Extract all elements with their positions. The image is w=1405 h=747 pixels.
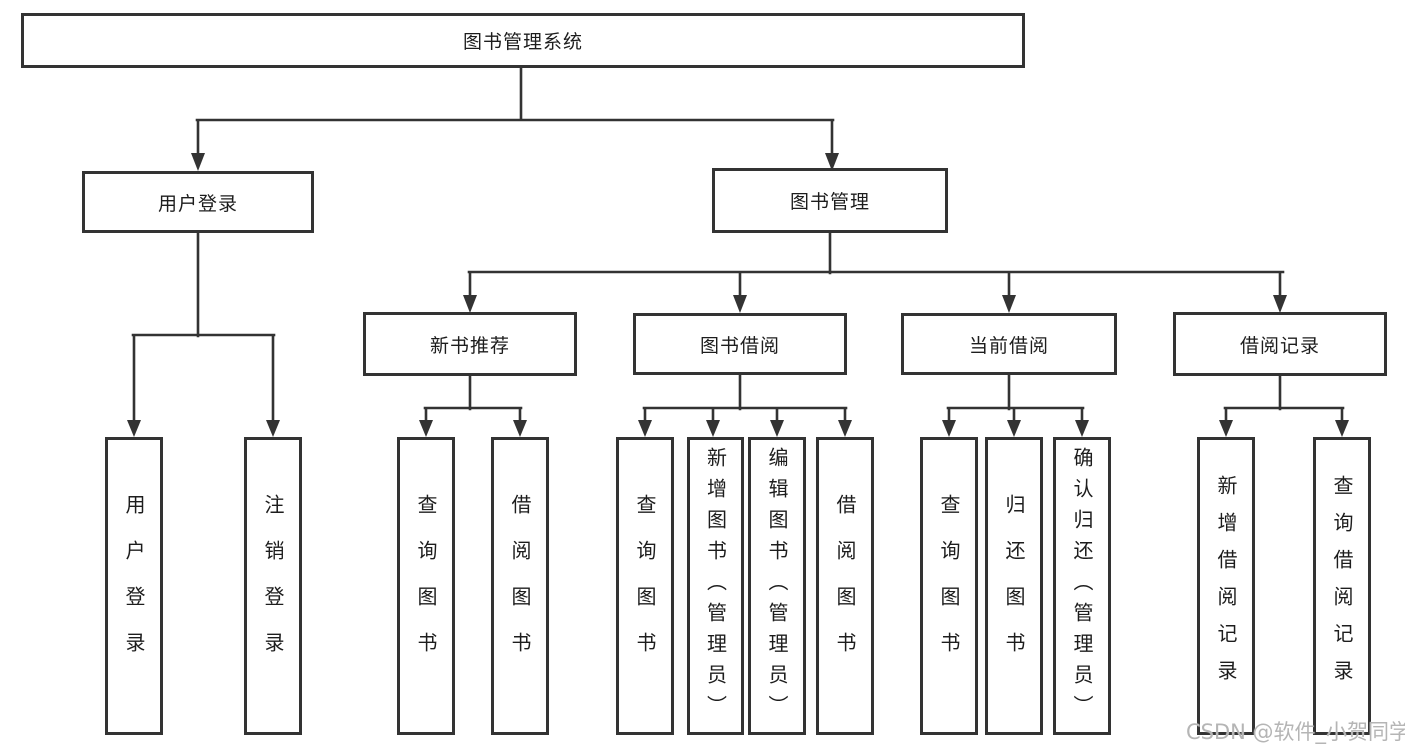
leaf-return-book: 归还图书 <box>985 437 1043 735</box>
leaf-label: 查询图书 <box>414 494 438 678</box>
leaf-label: 用户登录 <box>122 494 146 678</box>
node-borrow-records: 借阅记录 <box>1173 312 1387 376</box>
leaf-edit-book-admin: 编辑图书（管理员） <box>748 437 806 735</box>
connector-current-to-leaves <box>946 373 1085 423</box>
node-user-login: 用户登录 <box>82 171 314 233</box>
leaf-label: 借阅图书 <box>508 494 532 678</box>
leaf-label: 新增借阅记录 <box>1214 475 1238 697</box>
connector-login-to-leaves <box>131 231 276 423</box>
leaf-label: 编辑图书（管理员） <box>765 446 789 726</box>
leaf-confirm-return-admin: 确认归还（管理员） <box>1053 437 1111 735</box>
node-book-management: 图书管理 <box>712 168 948 233</box>
leaf-label: 查询图书 <box>633 494 657 678</box>
leaf-query-book-current: 查询图书 <box>920 437 978 735</box>
connector-root-to-level2 <box>195 66 835 157</box>
node-library-management-system: 图书管理系统 <box>21 13 1025 68</box>
node-new-book-recommend: 新书推荐 <box>363 312 577 376</box>
leaf-label: 借阅图书 <box>833 494 857 678</box>
leaf-query-book-recommend: 查询图书 <box>397 437 455 735</box>
leaf-label: 查询借阅记录 <box>1330 475 1354 697</box>
leaf-add-book-admin: 新增图书（管理员） <box>687 437 744 735</box>
node-current-borrow: 当前借阅 <box>901 313 1117 375</box>
leaf-query-book-borrow: 查询图书 <box>616 437 674 735</box>
leaf-borrow-book-recommend: 借阅图书 <box>491 437 549 735</box>
leaf-borrow-book: 借阅图书 <box>816 437 874 735</box>
connector-records-to-leaves <box>1223 374 1345 423</box>
leaf-label: 确认归还（管理员） <box>1070 446 1094 726</box>
leaf-query-borrow-record: 查询借阅记录 <box>1313 437 1371 735</box>
leaf-label: 归还图书 <box>1002 494 1026 678</box>
leaf-label: 新增图书（管理员） <box>703 446 728 726</box>
arrowheads <box>127 153 1349 437</box>
leaf-logout: 注销登录 <box>244 437 302 735</box>
leaf-add-borrow-record: 新增借阅记录 <box>1197 437 1255 735</box>
connector-mgmt-to-level3 <box>467 231 1285 299</box>
connector-borrow-to-leaves <box>642 373 848 423</box>
leaf-label: 注销登录 <box>261 494 285 678</box>
connector-recommend-to-leaves <box>423 374 523 423</box>
leaf-label: 查询图书 <box>937 494 961 678</box>
node-book-borrow: 图书借阅 <box>633 313 847 375</box>
leaf-user-login: 用户登录 <box>105 437 163 735</box>
csdn-watermark: CSDN @软件_小贺同学 <box>1186 720 1405 744</box>
